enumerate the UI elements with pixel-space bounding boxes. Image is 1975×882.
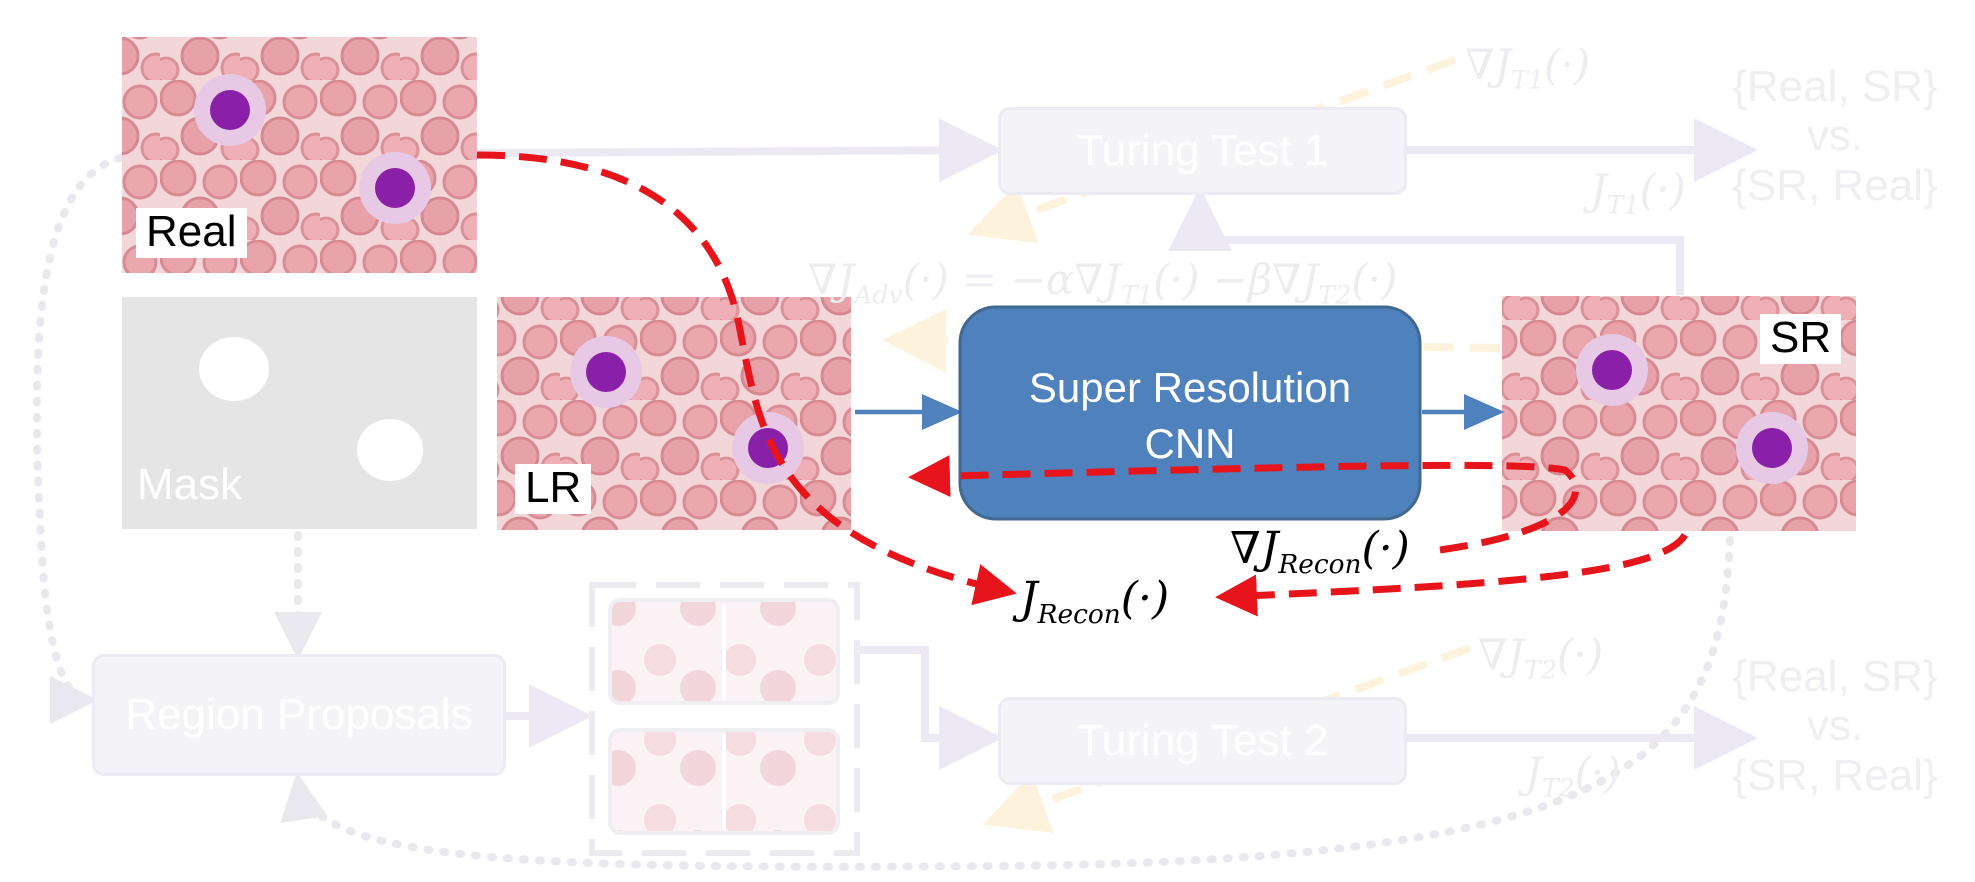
jt2-label: JT2(·) xyxy=(1525,748,1621,803)
output-bottom: {Real, SR} vs. {SR, Real} xyxy=(1710,652,1960,800)
recon-path-sr xyxy=(1215,532,1688,617)
neutrophil-sr-1-nucleus xyxy=(1592,350,1632,390)
output-top-line2: vs. xyxy=(1806,111,1864,161)
grad-jt2-label: ∇JT2(·) xyxy=(1478,630,1604,685)
mask-image xyxy=(122,297,477,529)
grad-jt1-label: ∇JT1(·) xyxy=(1465,40,1591,95)
neutrophil-real-1-nucleus xyxy=(210,90,250,130)
output-bottom-line1: {Real, SR} xyxy=(1732,652,1938,701)
neutrophil-lr-1-nucleus xyxy=(586,352,626,392)
arrow-crops-to-tt2 xyxy=(860,646,1003,770)
sr-label: SR xyxy=(1760,314,1842,364)
jt1-label: JT1(·) xyxy=(1590,165,1686,220)
grad-jadv-label: ∇JAdv(·) = −α∇JT1(·) −β∇JT2(·) xyxy=(808,255,1398,310)
cnn-label: Super Resolution CNN xyxy=(960,360,1420,472)
neutrophil-sr-2-nucleus xyxy=(1752,428,1792,468)
turing-test-1-box: Turing Test 1 xyxy=(998,107,1407,195)
recon-gradient-path xyxy=(908,455,1580,554)
dotted-loop-bottom xyxy=(280,536,1734,871)
output-top-line3: {SR, Real} xyxy=(1732,160,1938,210)
cnn-label-line1: Super Resolution xyxy=(1028,364,1352,411)
crop-group-border xyxy=(589,582,860,856)
mask-blob-2 xyxy=(357,419,423,481)
jrecon-label: JRecon(·) xyxy=(1020,573,1170,630)
output-bottom-line3: {SR, Real} xyxy=(1732,750,1938,800)
grad-jrecon-label: ∇JRecon(·) xyxy=(1230,523,1410,580)
mask-blob-1 xyxy=(199,337,269,401)
dotted-loop-left xyxy=(32,154,124,724)
turing-test-2-box: Turing Test 2 xyxy=(998,697,1407,785)
turing-test-1-label: Turing Test 1 xyxy=(1076,126,1329,175)
arrow-real-to-tt1 xyxy=(477,118,1003,183)
arrow-sr-to-tt1 xyxy=(1168,187,1684,295)
output-bottom-line2: vs. xyxy=(1806,701,1864,751)
turing-test-2-label: Turing Test 2 xyxy=(1076,716,1329,765)
region-proposals-label: Region Proposals xyxy=(125,690,473,739)
output-top-line1: {Real, SR} xyxy=(1732,62,1938,111)
output-top: {Real, SR} vs. {SR, Real} xyxy=(1710,62,1960,210)
region-proposals-box: Region Proposals xyxy=(92,654,506,776)
mask-label: Mask xyxy=(137,460,243,509)
lr-label: LR xyxy=(515,464,592,514)
cnn-label-line2: CNN xyxy=(1144,420,1236,467)
recon-path-real xyxy=(476,151,1017,606)
real-label: Real xyxy=(136,208,247,258)
neutrophil-real-2-nucleus xyxy=(375,168,415,208)
